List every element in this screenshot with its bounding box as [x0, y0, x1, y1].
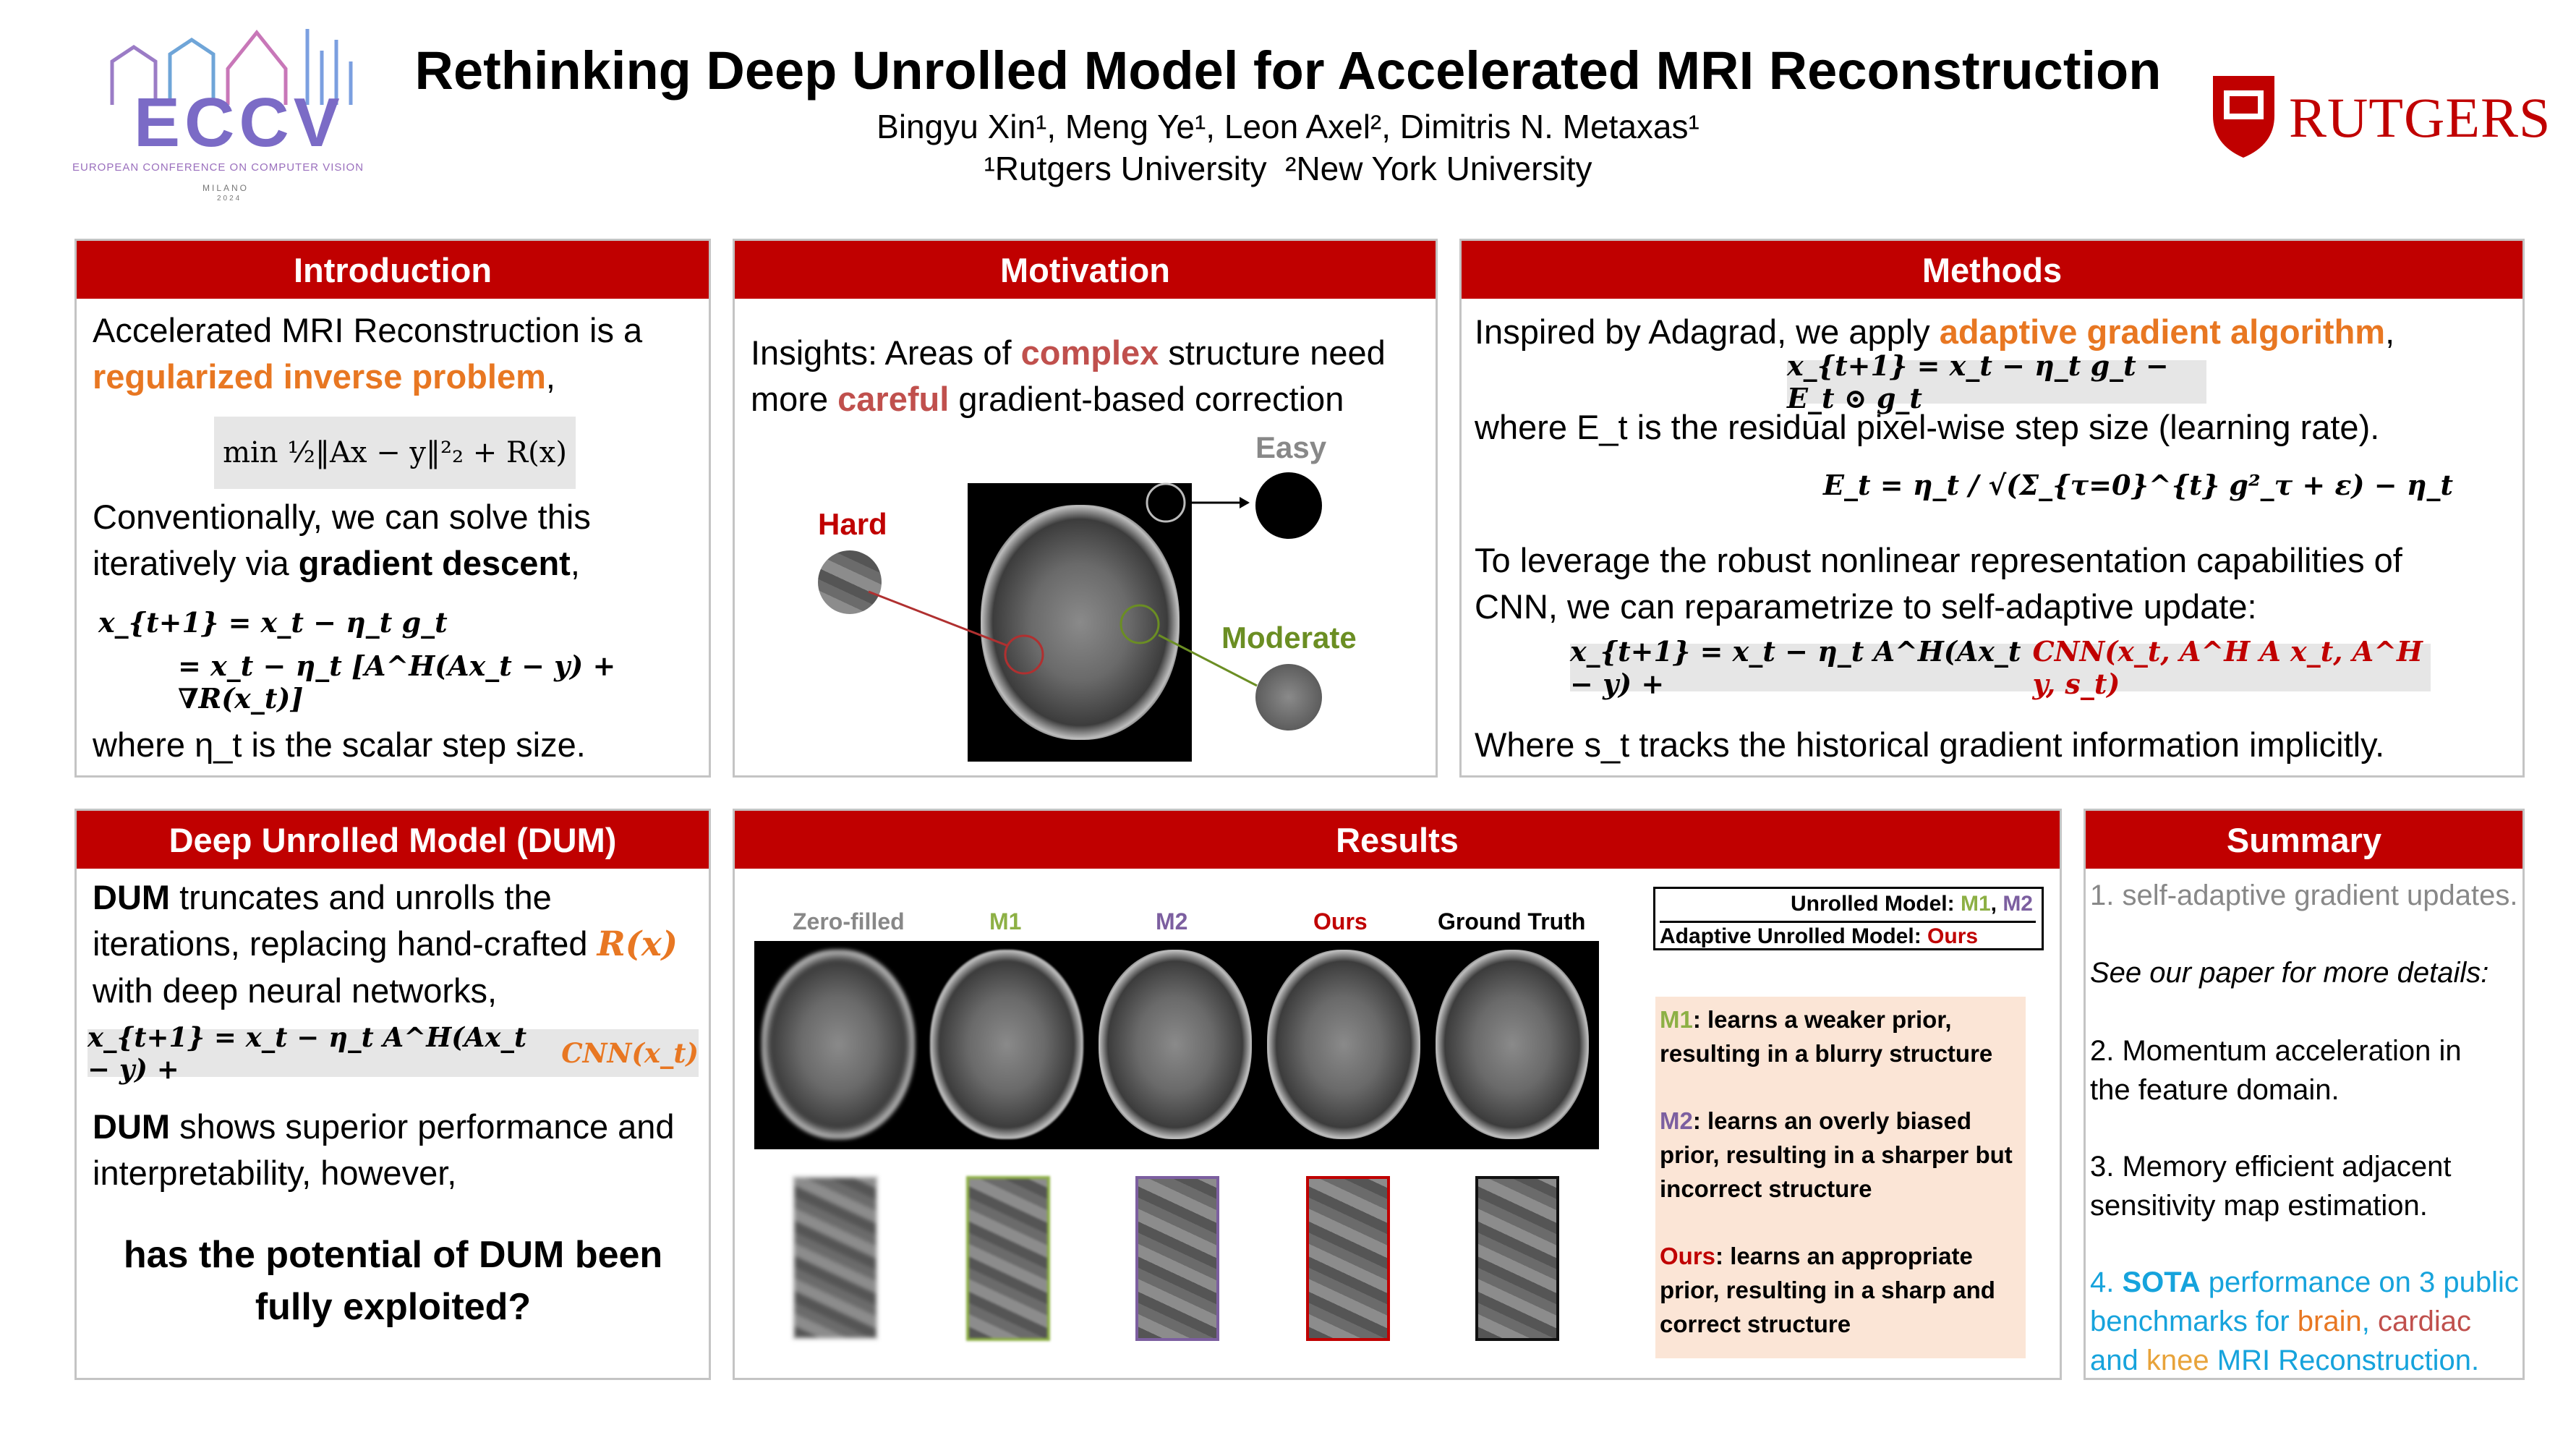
zoom-patch-zero-filled — [793, 1176, 878, 1340]
dum-question: has the potential of DUM been fully expl… — [123, 1234, 663, 1328]
results-panel: Results Zero-filled M1 M2 Ours Ground Tr… — [733, 809, 2062, 1380]
intro-gd-equation-line1: x_{t+1} = x_t − η_t g_t — [98, 606, 448, 639]
motivation-panel: Motivation Insights: Areas of complex st… — [733, 239, 1438, 778]
legend-unrolled: Unrolled Model: M1, M2 — [1790, 892, 2033, 916]
summary-item-3: 3. Memory efficient adjacent sensitivity… — [2090, 1151, 2452, 1222]
note-ours: Ours: learns an appropriate prior, resul… — [1660, 1243, 1995, 1337]
dum-para-2: DUM shows superior performance and inter… — [93, 1107, 675, 1192]
dum-equation: x_{t+1} = x_t − η_t A^H(Ax_t − y) + CNN(… — [88, 1021, 699, 1085]
zoom-patch-m2 — [1135, 1176, 1219, 1341]
result-label-ours: Ours — [1313, 908, 1368, 934]
rutgers-logo: RUTGERS — [2209, 72, 2550, 159]
eccv-logo: ECCV EUROPEAN CONFERENCE ON COMPUTER VIS… — [69, 18, 380, 203]
intro-para-2: Conventionally, we can solve this iterat… — [93, 498, 591, 582]
dum-title: Deep Unrolled Model (DUM) — [77, 811, 709, 869]
result-label-zero-filled: Zero-filled — [793, 908, 905, 934]
mri-ours — [1267, 950, 1420, 1139]
zoom-patch-ground-truth — [1475, 1176, 1559, 1341]
results-mri-strip — [754, 941, 1599, 1149]
mri-ground-truth — [1436, 950, 1589, 1139]
summary-title: Summary — [2086, 811, 2522, 869]
eccv-logo-subtitle: EUROPEAN CONFERENCE ON COMPUTER VISION — [72, 161, 364, 174]
motivation-mri-image — [968, 483, 1192, 762]
intro-para-1: Accelerated MRI Reconstruction is a regu… — [93, 311, 643, 396]
legend-adaptive: Adaptive Unrolled Model: Ours — [1660, 921, 2036, 949]
eccv-skyline-icon — [110, 29, 353, 105]
zoom-patch-m1 — [966, 1176, 1050, 1341]
intro-gd-equation-line2: = x_t − η_t [A^H(Ax_t − y) + ∇R(x_t)] — [178, 650, 616, 715]
zoom-patch-ours — [1306, 1176, 1390, 1341]
dum-para-1: DUM truncates and unrolls the iterations… — [93, 878, 678, 1010]
note-m2: M2: learns an overly biased prior, resul… — [1660, 1107, 2013, 1202]
methods-para-2: where E_t is the residual pixel-wise ste… — [1475, 408, 2380, 446]
label-easy: Easy — [1255, 430, 1327, 464]
methods-title: Methods — [1462, 241, 2522, 299]
methods-adaptive-equation: x_{t+1} = x_t − η_t g_t − E_t ⊙ g_t — [1787, 349, 2206, 414]
poster-title: Rethinking Deep Unrolled Model for Accel… — [414, 41, 2162, 101]
mri-zero-filled — [762, 950, 915, 1139]
results-notes: M1: learns a weaker prior, resulting in … — [1655, 997, 2026, 1358]
result-label-m2: M2 — [1156, 908, 1188, 934]
results-title: Results — [735, 811, 2060, 869]
eccv-logo-year: 2024 — [217, 195, 242, 203]
intro-objective-equation: min ½‖Ax − y‖²₂ + R(x) — [214, 417, 576, 489]
eccv-logo-city: MILANO — [202, 183, 250, 193]
motivation-arrows — [868, 482, 1258, 687]
dum-panel: Deep Unrolled Model (DUM) DUM truncates … — [74, 809, 711, 1380]
intro-para-3: where η_t is the scalar step size. — [93, 725, 586, 764]
poster-affiliations: ¹Rutgers University ²New York University — [984, 150, 1592, 187]
label-hard: Hard — [818, 507, 887, 541]
result-label-m1: M1 — [989, 908, 1022, 934]
methods-para-3: To leverage the robust nonlinear represe… — [1475, 541, 2402, 626]
methods-para-4: Where s_t tracks the historical gradient… — [1475, 725, 2385, 764]
summary-item-2: 2. Momentum acceleration in the feature … — [2090, 1035, 2462, 1106]
summary-item-1: 1. self-adaptive gradient updates. — [2090, 880, 2518, 911]
methods-panel: Methods Inspired by Adagrad, we apply ad… — [1459, 239, 2525, 778]
hard-region-patch — [818, 550, 882, 614]
summary-see-more: See our paper for more details: — [2090, 957, 2489, 989]
note-m1: M1: learns a weaker prior, resulting in … — [1660, 1006, 1993, 1067]
methods-step-size-equation: E_t = η_t / √(Σ_{τ=0}^{t} g²_τ + ε) − η_… — [1823, 469, 2454, 501]
summary-item-4: 4. SOTA performance on 3 public benchmar… — [2090, 1266, 2519, 1376]
moderate-region-patch — [1255, 664, 1322, 731]
easy-region-patch — [1255, 472, 1322, 539]
motivation-para: Insights: Areas of complex structure nee… — [751, 333, 1386, 418]
introduction-panel: Introduction Accelerated MRI Reconstruct… — [74, 239, 711, 778]
motivation-title: Motivation — [735, 241, 1436, 299]
eccv-logo-text: ECCV — [134, 84, 344, 161]
introduction-title: Introduction — [77, 241, 709, 299]
results-legend: Unrolled Model: M1, M2 Adaptive Unrolled… — [1653, 887, 2044, 950]
poster-authors: Bingyu Xin¹, Meng Ye¹, Leon Axel², Dimit… — [877, 108, 1699, 145]
mri-m2 — [1099, 950, 1252, 1139]
label-moderate: Moderate — [1221, 621, 1357, 655]
methods-para-1: Inspired by Adagrad, we apply adaptive g… — [1475, 312, 2395, 351]
rutgers-wordmark: RUTGERS — [2289, 86, 2551, 149]
result-label-ground-truth: Ground Truth — [1438, 908, 1586, 934]
rutgers-shield-icon — [2213, 76, 2274, 158]
mri-brain-scan — [981, 505, 1180, 740]
mri-m1 — [930, 950, 1083, 1139]
methods-cnn-equation: x_{t+1} = x_t − η_t A^H(Ax_t − y) + CNN(… — [1570, 635, 2431, 700]
summary-panel: Summary 1. self-adaptive gradient update… — [2084, 809, 2525, 1380]
